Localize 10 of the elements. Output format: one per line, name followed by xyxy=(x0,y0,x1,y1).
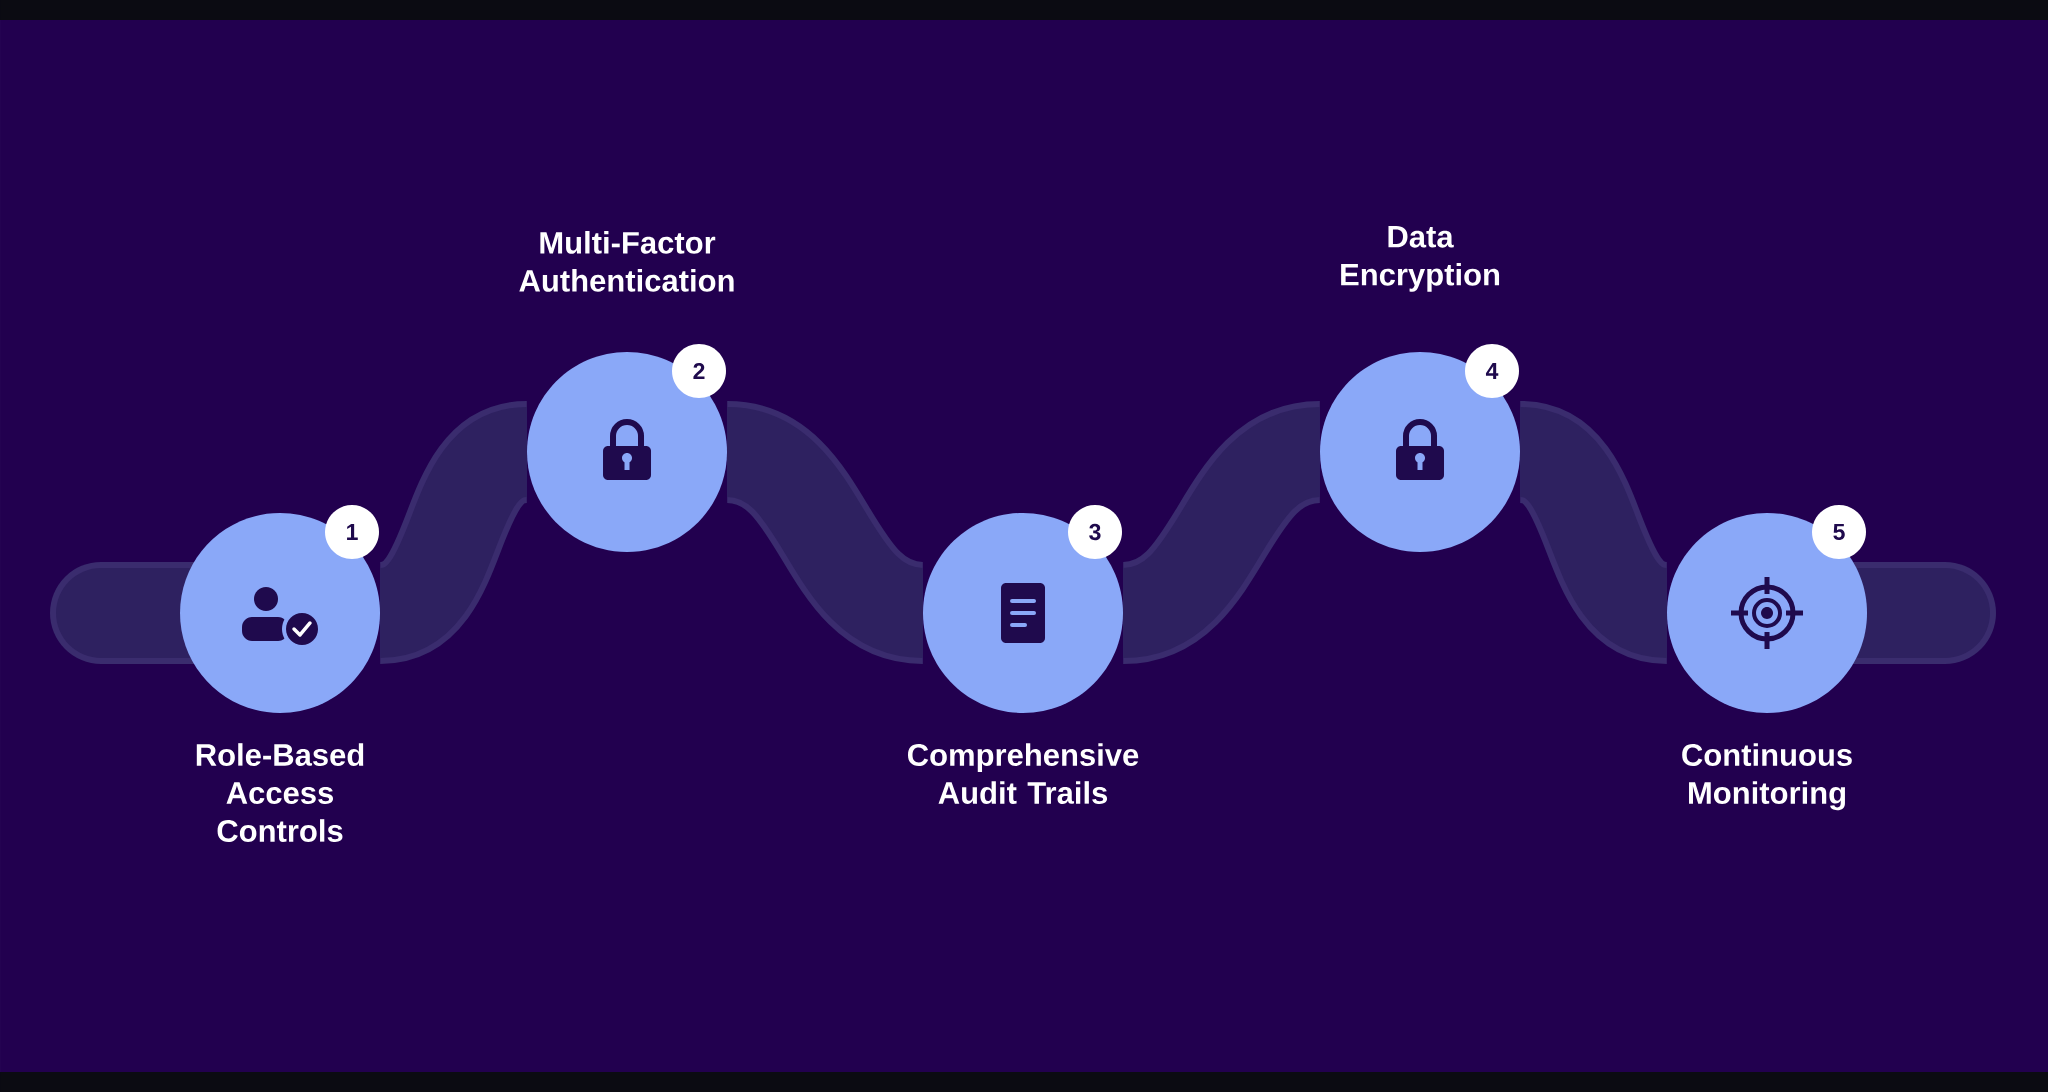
step-label: Data Encryption xyxy=(1341,226,1500,292)
number-badge: 5 xyxy=(1812,505,1866,559)
step-label: Continuous Monitoring xyxy=(1682,743,1852,811)
number-badge: 4 xyxy=(1465,344,1519,398)
step-label: Role-Based Access Controls xyxy=(196,743,364,842)
number-badge: 1 xyxy=(325,505,379,559)
number-badge: 2 xyxy=(672,344,726,398)
number-badge: 3 xyxy=(1068,505,1122,559)
step-label: Comprehensive Audit Trails xyxy=(908,743,1139,804)
step-label: Multi-Factor Authentication xyxy=(519,231,734,292)
